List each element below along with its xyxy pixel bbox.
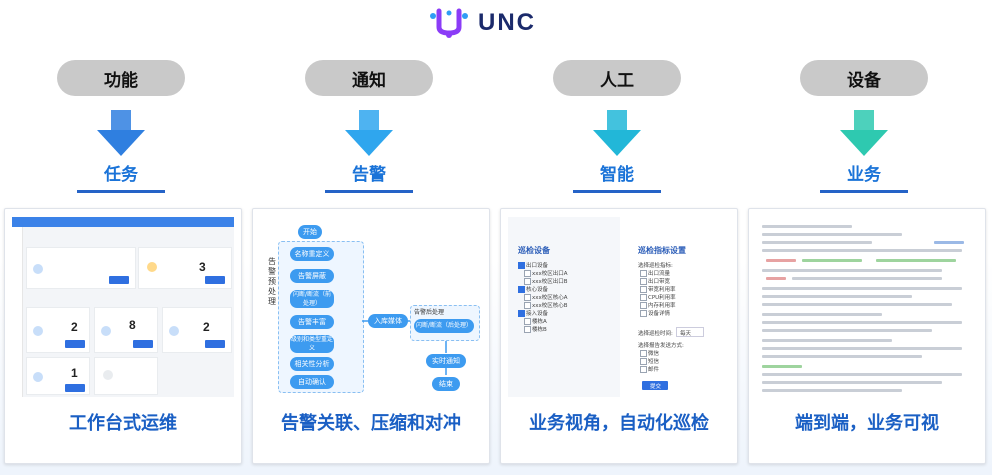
card-count: 2 [71,320,78,334]
flow-node: 实时通知 [426,354,466,368]
flow-node: 名称重定义 [290,247,334,261]
dashboard-card [26,247,136,289]
time-label: 选择巡检时间: [638,331,673,337]
notify-label: 选择报告发送方式: [638,343,684,349]
pill-2: 通知 [305,60,433,96]
unc-logo-icon [430,8,468,38]
device-item: 楼栋B [532,327,547,333]
flow-node: 闪断/断流（前处理） [290,290,334,308]
metric-settings-title: 巡检指标设置 [638,246,686,255]
metric-item: 设备详情 [648,311,671,317]
device-item: 核心设备 [526,287,549,293]
alarm-flow-diagram: 告警预处理 开始 名称重定义 告警屏蔽 闪断/断流（前处理） 告警丰富 级别和类… [260,217,482,397]
flow-node: 告警丰富 [290,315,334,329]
preprocess-label: 告警预处理 [268,257,276,306]
underline-1 [77,190,165,193]
column-1: 功能 任务 [57,60,185,200]
underline-2 [325,190,413,193]
flow-node: 相关性分析 [290,357,334,371]
time-select[interactable]: 每天 [676,327,704,337]
card-count: 3 [199,260,206,274]
column-4: 设备 业务 [800,60,928,200]
device-item: xxx校区核心A [532,295,568,301]
inspection-screenshot: 巡检设备 出口设备 xxx校区出口A xxx校区出口B 核心设备 xxx校区核心… [508,217,730,397]
down-arrow-icon [593,110,641,156]
panel-caption: 工作台式运维 [69,413,177,434]
flow-node: 入库媒体 [368,314,408,328]
down-arrow-icon [840,110,888,156]
flow-node: 闪断/断流（后处理） [414,319,474,333]
device-list-title: 巡检设备 [518,246,550,255]
down-arrow-icon [97,110,145,156]
notify-item: 短信 [648,359,660,365]
notify-item: 微信 [648,351,660,357]
dashboard-card: 8 [94,307,158,353]
column-3: 人工 智能 [553,60,681,200]
pill-3: 人工 [553,60,681,96]
metric-item: 带宽利用率 [648,287,676,293]
panel-caption: 端到端，业务可视 [795,413,939,434]
panel-business-view: 端到端，业务可视 [748,208,986,464]
panel-workbench: 3 2 8 2 1 工作台式运维 [4,208,242,464]
device-item: 出口设备 [526,263,549,269]
flow-node: 级别和类型重定义 [290,335,334,353]
metric-item: CPU利用率 [648,295,676,301]
dashboard-card: 2 [162,307,232,353]
metric-label: 选择巡检指标: [638,263,673,269]
metric-item: 出口流量 [648,271,671,277]
dashboard-card [94,357,158,395]
panel-caption: 告警关联、压缩和对冲 [281,413,461,434]
underline-3 [573,190,661,193]
brand-logo: UNC [428,6,536,40]
metric-item: 出口带宽 [648,279,671,285]
pill-1: 功能 [57,60,185,96]
device-item: 接入设备 [526,311,549,317]
device-item: xxx校区出口B [532,279,568,285]
dashboard-sidebar [12,227,23,397]
flow-node: 自动确认 [290,375,334,389]
postprocess-label: 告警后处理 [414,309,445,316]
card-count: 1 [71,366,78,380]
column-2: 通知 告警 [305,60,433,200]
device-item: 楼栋A [532,319,547,325]
pill-4: 设备 [800,60,928,96]
panel-inspection: 巡检设备 出口设备 xxx校区出口A xxx校区出口B 核心设备 xxx校区核心… [500,208,738,464]
notify-item: 邮件 [648,367,660,373]
dashboard-card: 2 [26,307,90,353]
card-count: 8 [129,318,136,332]
submit-button[interactable]: 提交 [642,381,668,390]
panel-caption: 业务视角，自动化巡检 [529,413,709,434]
result-label-2: 告警 [352,165,386,185]
dashboard-card: 1 [26,357,90,395]
flow-node: 结束 [432,377,460,391]
result-label-4: 业务 [847,165,881,185]
brand-name: UNC [478,9,536,36]
flow-node: 开始 [298,225,322,239]
device-item: xxx校区核心B [532,303,568,309]
device-item: xxx校区出口A [532,271,568,277]
result-label-1: 任务 [104,165,138,185]
underline-4 [820,190,908,193]
dashboard-screenshot: 3 2 8 2 1 [12,217,234,397]
business-report-screenshot [756,217,978,397]
flow-node: 告警屏蔽 [290,269,334,283]
panel-alarm-flow: 告警预处理 开始 名称重定义 告警屏蔽 闪断/断流（前处理） 告警丰富 级别和类… [252,208,490,464]
dashboard-card: 3 [138,247,232,289]
metric-item: 内存利用率 [648,303,676,309]
card-count: 2 [203,320,210,334]
result-label-3: 智能 [600,165,634,185]
dashboard-topbar [12,217,234,227]
down-arrow-icon [345,110,393,156]
